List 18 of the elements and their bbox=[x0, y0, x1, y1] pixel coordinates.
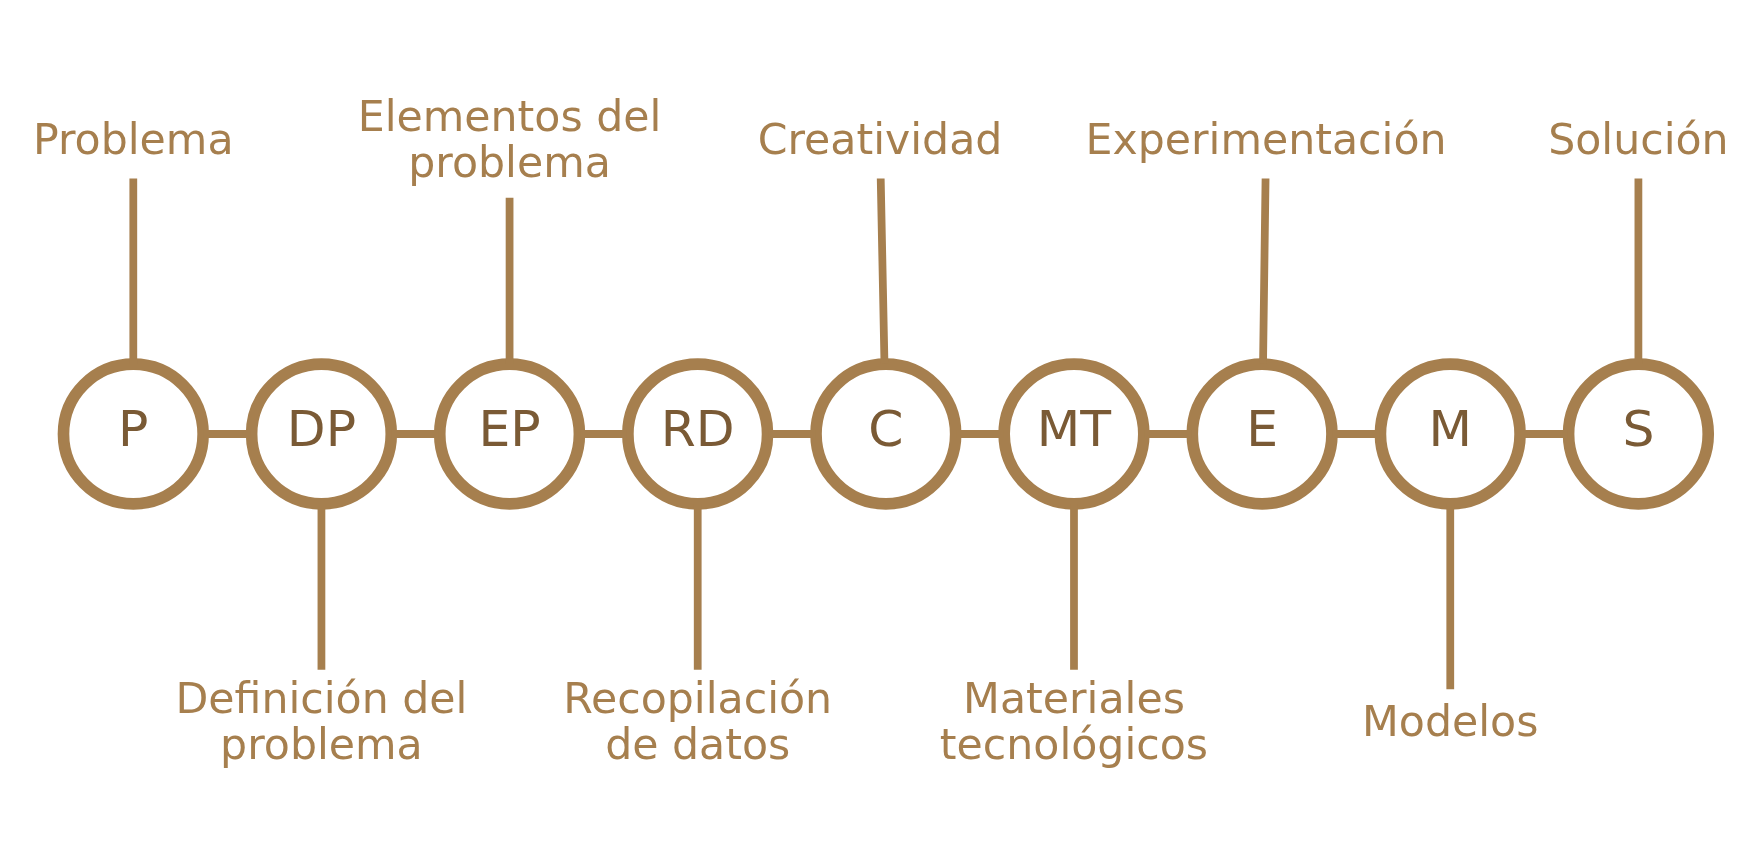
node-text: Definición del problema bbox=[175, 672, 468, 770]
node-text: Problema bbox=[33, 113, 234, 164]
node-text: Materiales tecnológicos bbox=[939, 672, 1209, 770]
node-circle: C bbox=[810, 358, 962, 510]
node-text: Modelos bbox=[1362, 695, 1539, 746]
node-text: Creatividad bbox=[757, 113, 1003, 164]
node-circle: S bbox=[1562, 358, 1715, 510]
node-circle: EP bbox=[433, 358, 586, 510]
node-text: Experimentación bbox=[1085, 113, 1447, 164]
node-text: Elementos del problema bbox=[357, 90, 662, 188]
node-circle: DP bbox=[245, 358, 398, 510]
node-text: Recopilación de datos bbox=[563, 672, 833, 770]
node-circle: M bbox=[1374, 358, 1526, 510]
node-circle: P bbox=[57, 358, 209, 510]
node-circle: E bbox=[1186, 358, 1338, 510]
node-circle: RD bbox=[622, 358, 774, 510]
node-circle: MT bbox=[998, 358, 1150, 510]
node-text: Solución bbox=[1548, 113, 1729, 164]
